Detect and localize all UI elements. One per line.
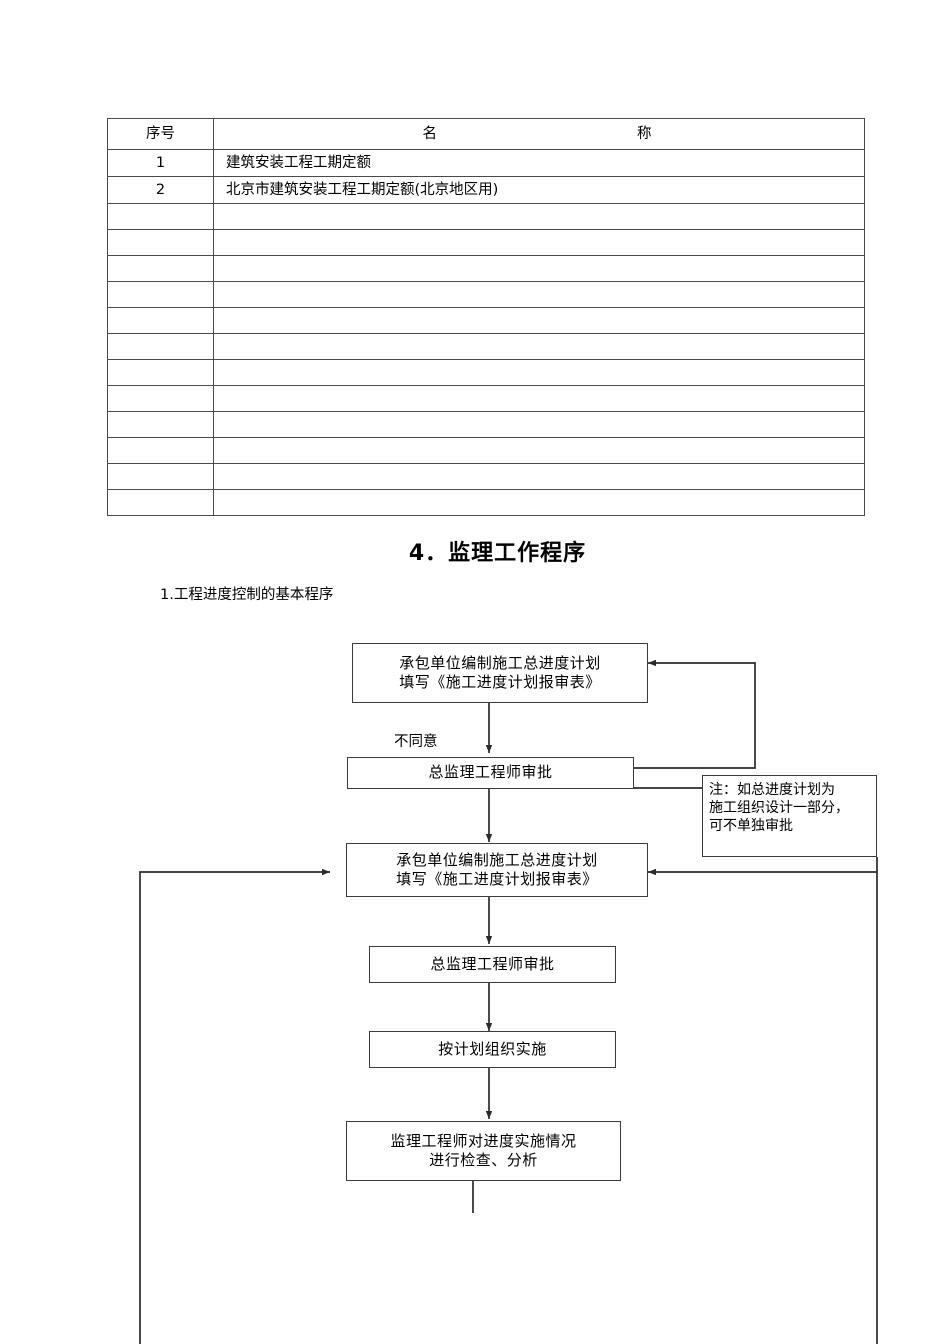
flow-box-implement-per-plan: 按计划组织实施 [369,1031,616,1068]
table-row: 2 北京市建筑安装工程工期定额(北京地区用) [107,176,865,204]
sub-title: 1.工程进度控制的基本程序 [160,587,334,603]
flow-box-6-line1: 监理工程师对进度实施情况 [390,1131,577,1150]
table-row-empty [107,203,865,230]
table-body: 序号 名称 1 建筑安装工程工期定额 2 北京市建筑安装工程工期定额(北京地区用… [107,118,865,516]
table-cell-name [213,307,865,334]
table-row-empty [107,385,865,412]
table-cell-name: 建筑安装工程工期定额 [213,149,865,177]
table-cell-no [107,385,214,412]
table-header-name: 名称 [213,118,865,150]
table-cell-name [213,489,865,516]
flow-box-supervisor-inspection: 监理工程师对进度实施情况 进行检查、分析 [346,1121,621,1181]
table-row-empty [107,333,865,360]
table-cell-no: 1 [107,149,214,177]
table-cell-no [107,307,214,334]
table-cell-name [213,437,865,464]
table-cell-no [107,411,214,438]
table-row: 1 建筑安装工程工期定额 [107,149,865,177]
flow-box-4-text: 总监理工程师审批 [430,954,555,973]
table-row-empty [107,489,865,516]
flow-box-note: 注：如总进度计划为 施工组织设计一部分， 可不单独审批 [702,775,877,857]
flow-note-line1: 注：如总进度计划为 [709,782,835,798]
flow-box-5-text: 按计划组织实施 [438,1039,547,1058]
table-cell-name [213,255,865,282]
table-header-no: 序号 [107,118,214,150]
flow-box-contractor-plan-2: 承包单位编制施工总进度计划 填写《施工进度计划报审表》 [346,843,648,897]
table-cell-name [213,385,865,412]
flow-box-1-line2: 填写《施工进度计划报审表》 [399,673,601,691]
flow-box-contractor-plan-1: 承包单位编制施工总进度计划 填写《施工进度计划报审表》 [352,643,648,703]
table-row-empty [107,307,865,334]
flow-box-6-line2: 进行检查、分析 [429,1151,538,1169]
table-cell-no: 2 [107,176,214,204]
table-row-empty [107,463,865,490]
flow-box-3-line1: 承包单位编制施工总进度计划 [396,850,598,869]
table-cell-name [213,203,865,230]
table-cell-name [213,411,865,438]
table-cell-no [107,333,214,360]
table-cell-name: 北京市建筑安装工程工期定额(北京地区用) [213,176,865,204]
table-header-name-part2: 称 [637,126,652,142]
table-cell-no [107,203,214,230]
table-row-empty [107,281,865,308]
table-row-empty [107,437,865,464]
flow-note-line2: 施工组织设计一部分， [709,800,849,817]
table-cell-no [107,255,214,282]
table-cell-no [107,437,214,464]
table-row-empty [107,359,865,386]
table-row-empty [107,255,865,282]
flow-box-3-line2: 填写《施工进度计划报审表》 [396,870,598,888]
table-cell-name [213,229,865,256]
table-cell-name [213,281,865,308]
page-title: 4．监理工作程序 [408,541,587,566]
table-header-name-part1: 名 [422,126,438,142]
table-cell-name [213,333,865,360]
table-cell-name [213,463,865,490]
table-cell-no [107,489,214,516]
table-cell-no [107,229,214,256]
flow-box-chief-engineer-approval-1: 总监理工程师审批 [347,757,634,789]
table-header-row: 序号 名称 [107,118,865,150]
table-cell-no [107,281,214,308]
table-cell-no [107,463,214,490]
flow-box-1-line1: 承包单位编制施工总进度计划 [399,653,601,672]
table-row-empty [107,411,865,438]
flow-label-disagree: 不同意 [392,730,440,751]
table-cell-name [213,359,865,386]
table-cell-no [107,359,214,386]
table-row-empty [107,229,865,256]
flow-note-line3: 可不单独审批 [709,818,793,835]
flow-box-chief-engineer-approval-2: 总监理工程师审批 [369,946,616,983]
flow-box-2-text: 总监理工程师审批 [428,763,553,782]
reference-table: 序号 名称 1 建筑安装工程工期定额 2 北京市建筑安装工程工期定额(北京地区用… [107,118,865,516]
